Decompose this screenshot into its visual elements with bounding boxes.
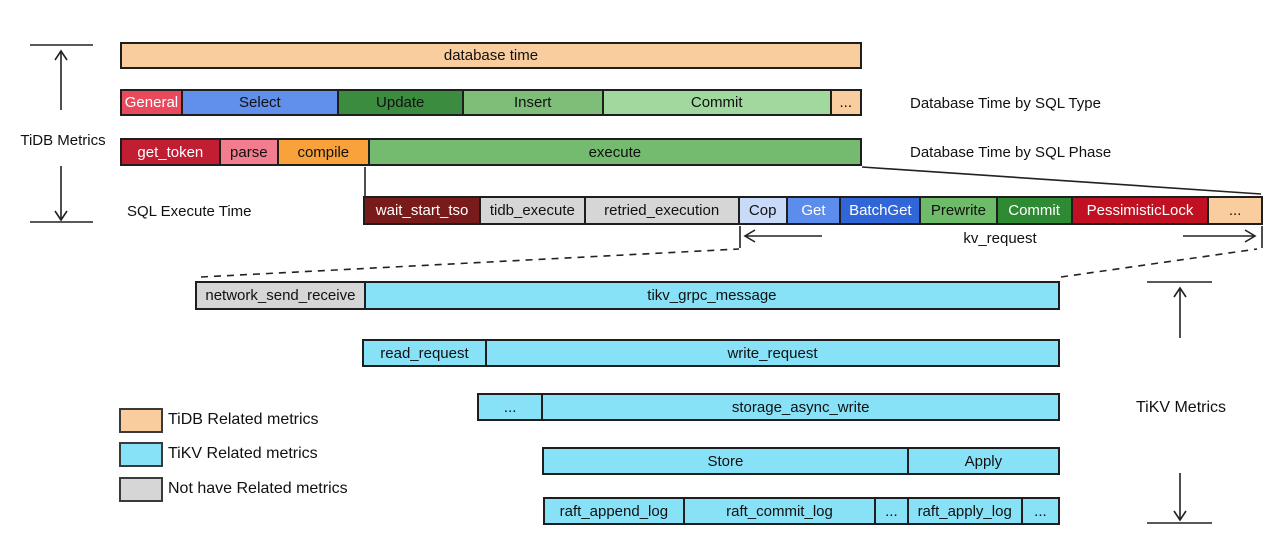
bar-segment-storage-async-write: storage_async_write — [541, 395, 1058, 419]
legend-label-tidb: TiDB Related metrics — [168, 411, 319, 428]
storage-async-write-bar: ...storage_async_write — [477, 393, 1060, 421]
bar-segment-read-request: read_request — [364, 341, 485, 365]
db-time-by-sql-phase-caption: Database Time by SQL Phase — [910, 144, 1112, 161]
legend-swatch-none — [119, 477, 163, 502]
db-time-by-sql-type-caption: Database Time by SQL Type — [910, 95, 1101, 112]
bar-segment-prewrite: Prewrite — [919, 198, 996, 223]
legend-swatch-tidb — [119, 408, 163, 433]
sql-execute-time-label: SQL Execute Time — [127, 203, 252, 220]
bar-segment-store: Store — [544, 449, 907, 473]
bar-segment-commit: Commit — [601, 91, 830, 114]
database-time-bar: database time — [120, 42, 862, 69]
legend-label-none: Not have Related metrics — [168, 480, 348, 497]
bar-segment-retried-execution: retried_execution — [583, 198, 738, 223]
zoom-connector-right-line — [861, 166, 1262, 195]
bar-segment-compile: compile — [276, 140, 368, 164]
bar-segment-network-send-receive: network_send_receive — [197, 283, 364, 308]
bar-segment-apply: Apply — [906, 449, 1058, 473]
bar-segment-parse: parse — [218, 140, 277, 164]
bar-segment-ellipsis: ... — [1207, 198, 1261, 223]
bar-segment-get: Get — [785, 198, 840, 223]
bar-segment-cop: Cop — [737, 198, 786, 223]
bar-segment-update: Update — [336, 91, 462, 114]
bar-segment-database-time: database time — [122, 44, 860, 67]
bar-segment-write-request: write_request — [484, 341, 1058, 365]
bar-segment-tikv-grpc-message: tikv_grpc_message — [363, 283, 1058, 308]
bar-segment-raft-commit-log: raft_commit_log — [682, 499, 875, 523]
dashed-connector-left-line — [200, 248, 740, 278]
bar-segment-ellipsis: ... — [1020, 499, 1059, 523]
bar-segment-pessimisticlock: PessimisticLock — [1070, 198, 1208, 223]
bar-segment-batchget: BatchGet — [839, 198, 920, 223]
legend-label-tikv: TiKV Related metrics — [168, 445, 318, 462]
bar-segment-insert: Insert — [461, 91, 602, 114]
bar-segment-commit: Commit — [995, 198, 1071, 223]
tidb-metrics-label: TiDB Metrics — [20, 132, 106, 149]
bar-segment-raft-apply-log: raft_apply_log — [906, 499, 1021, 523]
legend-swatch-tikv — [119, 442, 163, 467]
bar-segment-general: General — [122, 91, 181, 114]
bar-segment-ellipsis: ... — [829, 91, 860, 114]
bar-segment-wait-start-tso: wait_start_tso — [365, 198, 480, 223]
bar-segment-ellipsis: ... — [874, 499, 907, 523]
bar-segment-ellipsis: ... — [479, 395, 542, 419]
dashed-connector-right-line — [1060, 248, 1258, 278]
kv-request-label: kv_request — [963, 230, 1037, 247]
bar-segment-get-token: get_token — [122, 140, 219, 164]
bar-segment-raft-append-log: raft_append_log — [545, 499, 683, 523]
bar-segment-execute: execute — [367, 140, 860, 164]
bar-segment-tidb-execute: tidb_execute — [479, 198, 584, 223]
bar-segment-select: Select — [180, 91, 337, 114]
tikv-metrics-label: TiKV Metrics — [1135, 399, 1227, 416]
